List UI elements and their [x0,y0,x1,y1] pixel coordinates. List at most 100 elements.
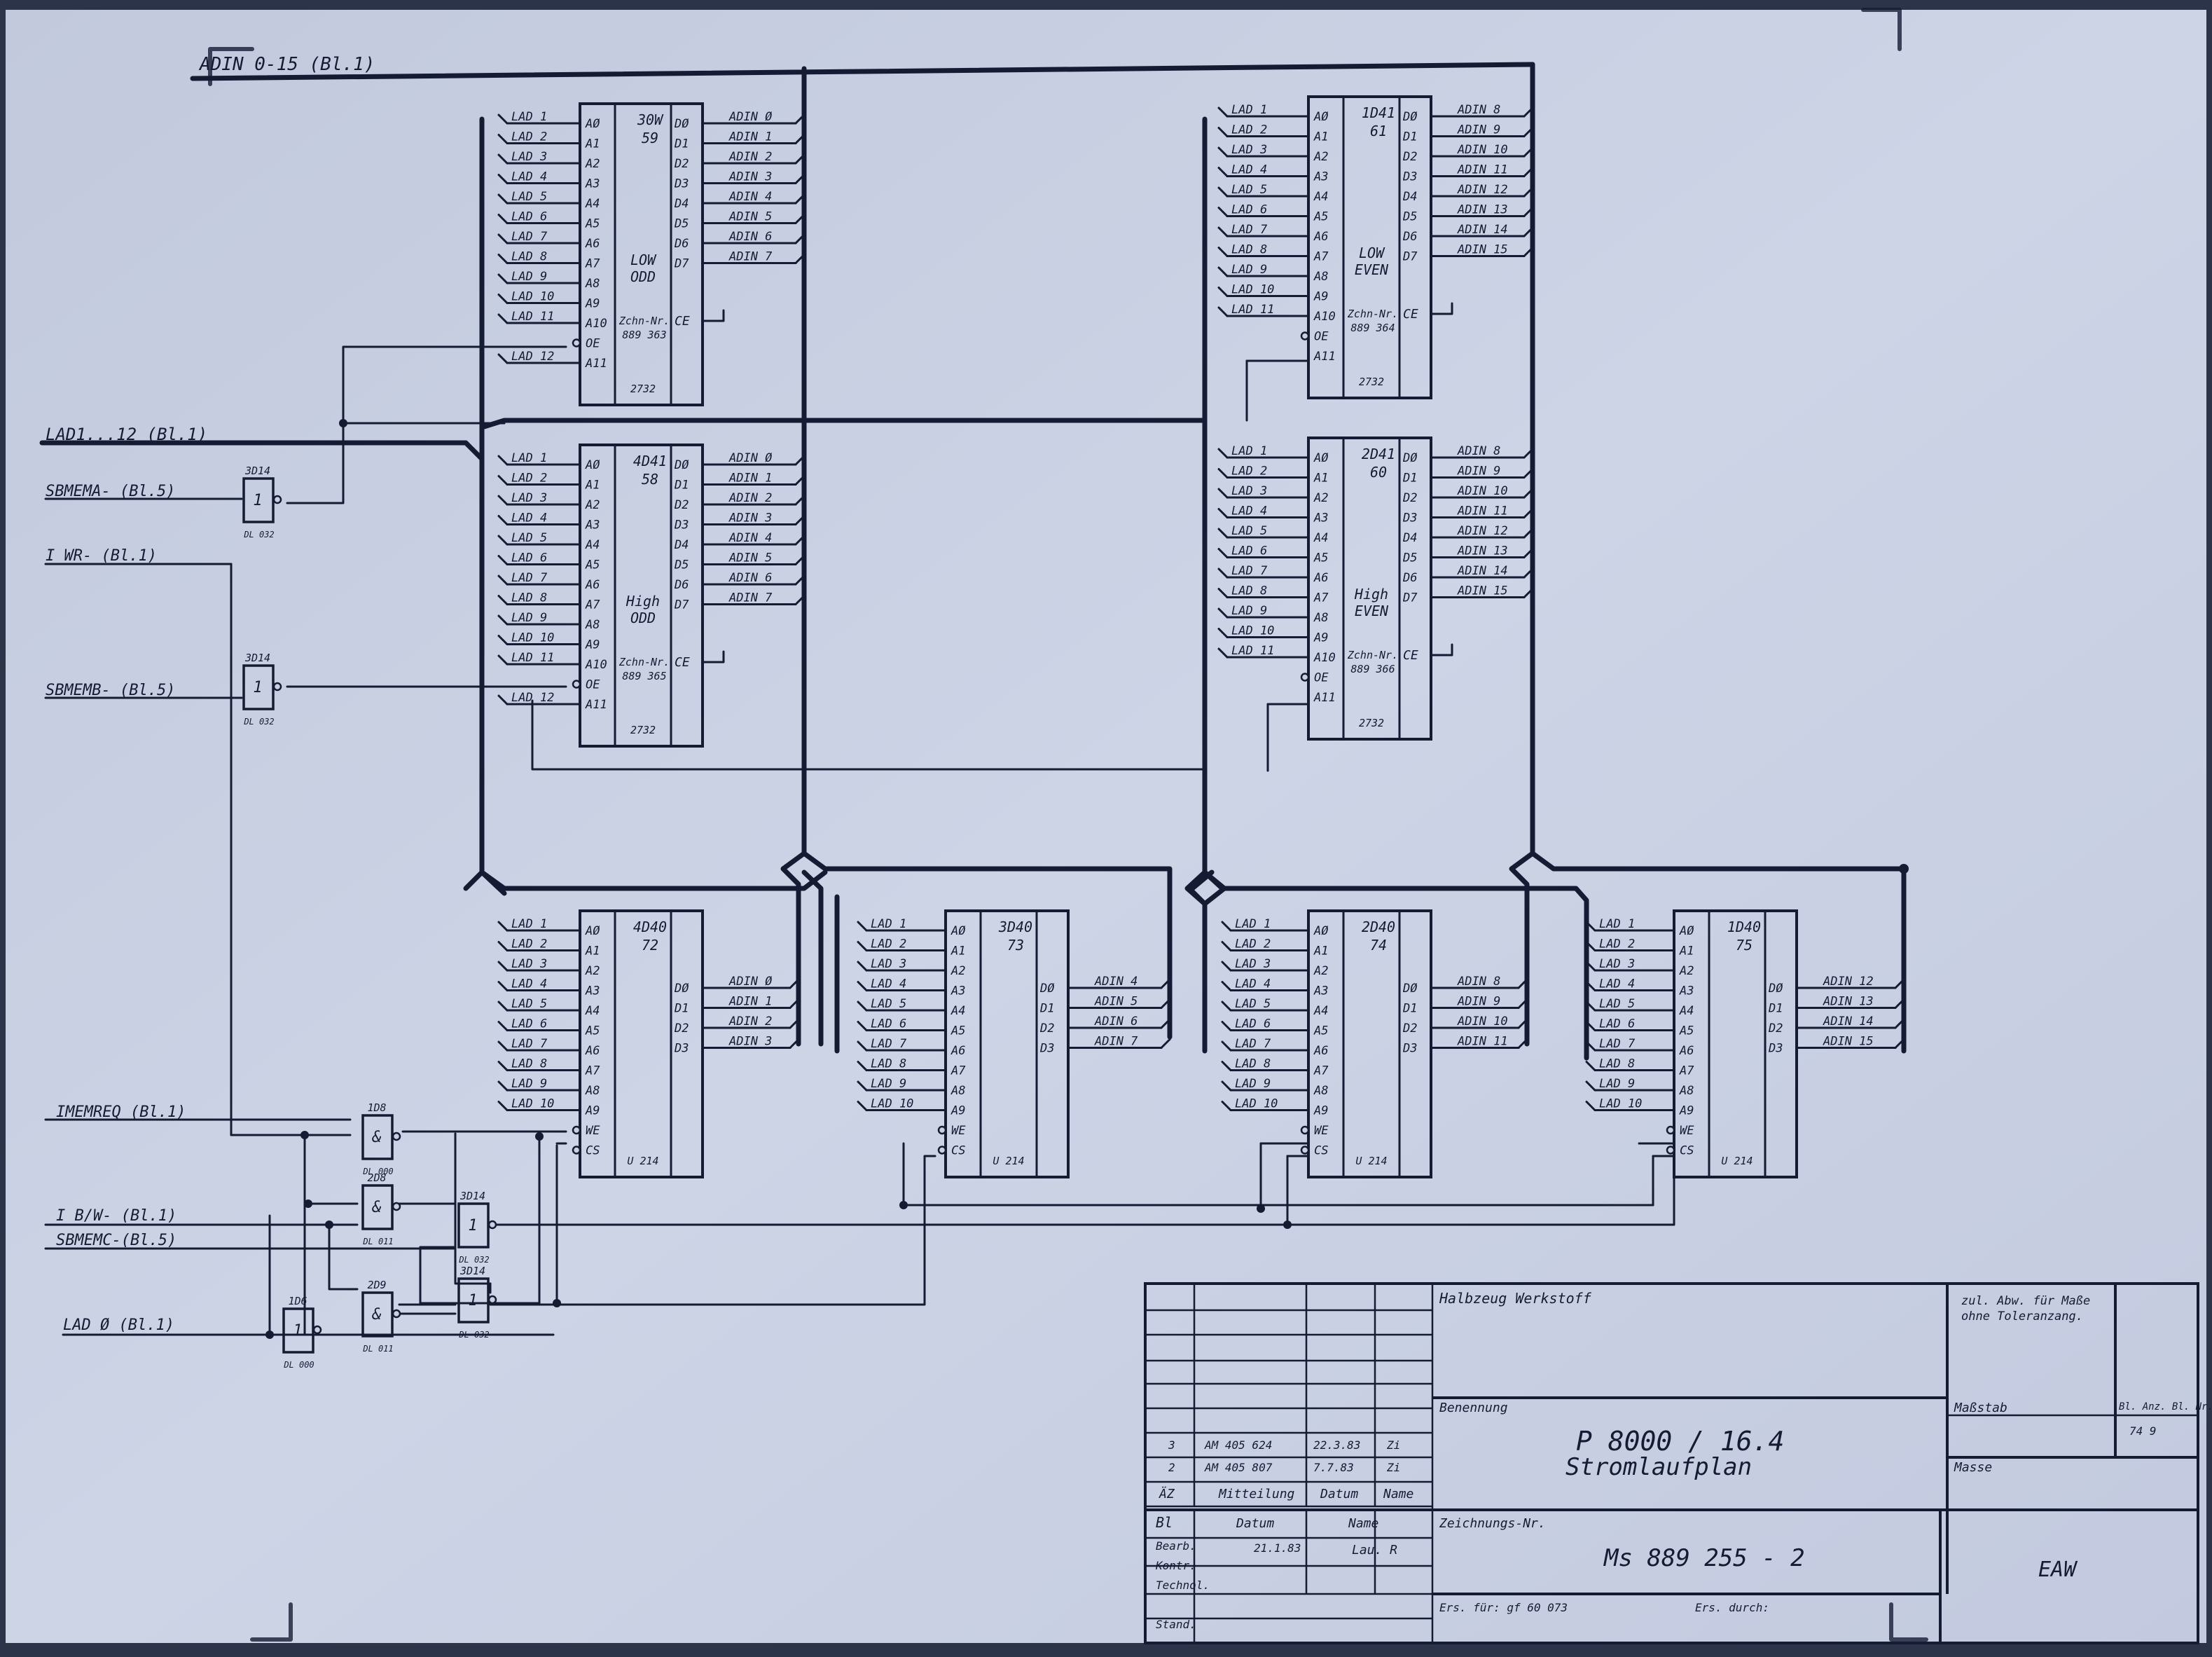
bus-entry [1523,508,1534,518]
ers-durch-label: Ers. durch: [1695,1601,1769,1614]
address-line-label: LAD 10 [1231,283,1274,297]
pin-label: A6 [1313,1044,1328,1058]
pin-label: A7 [1313,250,1329,264]
bus-entry [1523,548,1534,558]
bus-entry [1217,106,1229,118]
pin-label: A4 [1679,1004,1694,1018]
pin-label: A9 [1313,1104,1328,1118]
datum-label: Datum [1236,1516,1274,1531]
address-line-label: LAD 10 [511,631,554,645]
pin-label: A4 [951,1004,965,1018]
chip-body [1307,95,1432,399]
pin-label: DØ [674,117,689,131]
pin-label: A8 [951,1084,965,1098]
address-line-label: LAD 1 [1599,917,1635,931]
inverted-pin-bubble [572,338,581,348]
pin-label: A10 [1313,310,1336,324]
pin-label: A2 [585,498,600,512]
address-line-label: LAD 3 [1235,957,1271,971]
bus-entry [1217,186,1229,198]
ers-fuer-label: Ers. für: gf 60 073 [1439,1601,1568,1614]
bus-entry [794,174,806,184]
chip-type: 2732 [630,724,656,736]
pin-label: A3 [1679,984,1694,998]
pin-label: A6 [1313,571,1328,585]
chip-number: 58 [642,471,658,488]
gate-ic: DL 032 [243,530,274,539]
pin-label: WE [1314,1124,1329,1138]
bus-entry [857,921,868,932]
data-line-label: ADIN 13 [1823,995,1874,1009]
bus-entry [1517,1018,1528,1029]
chip-zchn: Zchn-Nr. [1347,649,1398,661]
inverted-pin-bubble [1666,1146,1675,1155]
chip-type: U 214 [1721,1155,1753,1167]
bus-entry [497,134,509,144]
data-line-label: ADIN 10 [1457,1015,1508,1029]
bus-entry [497,535,509,546]
address-line-label: LAD 3 [871,957,906,971]
crop-marks [208,8,1928,1642]
pin-label: A7 [585,598,600,612]
company-label: EAW [2038,1558,2078,1582]
data-line-label: ADIN 12 [1457,524,1508,538]
bus-entry [497,555,509,565]
chip-desc: ODD [630,610,656,626]
address-line-label: LAD 12 [511,350,554,364]
pin-label: A11 [585,698,607,712]
address-line-label: LAD 2 [1235,937,1271,951]
pin-label: D1 [1402,1002,1417,1016]
address-line-label: LAD 11 [1231,644,1274,658]
bus-entry [1517,978,1528,989]
address-line-label: LAD 7 [511,230,548,244]
workshop-label: Halbzeug Werkstoff [1439,1290,1592,1307]
gate-symbol: 1 [468,1292,477,1309]
rev-datum: 7.7.83 [1313,1461,1354,1474]
address-line-label: LAD 5 [1231,183,1267,197]
bus-entry [1217,266,1229,277]
address-line-label: LAD 5 [871,997,906,1011]
chip-desc: LOW [1359,245,1385,261]
rev-datum: 22.3.83 [1313,1438,1360,1452]
pin-label: DØ [1402,451,1417,465]
pin-label: A2 [585,157,600,171]
pin-label: A1 [1679,944,1694,958]
bus-entry [497,455,509,466]
bus-entry [794,475,806,486]
sbmemb-label: SBMEMB- (Bl.5) [46,682,175,699]
pin-label: A11 [585,357,607,371]
address-line-label: LAD 3 [1599,957,1635,971]
ce-tie [701,650,725,664]
pin-label: CE [1403,648,1418,663]
bus-entry [1221,1001,1232,1012]
address-line-label: LAD 7 [1231,564,1268,578]
bus-entry [1217,287,1229,297]
bus-entry [497,153,509,165]
address-line-label: LAD 9 [1231,263,1267,277]
gate-symbol: 1 [293,1322,302,1340]
bus-entry [1523,186,1534,198]
bus-entry [1221,941,1232,951]
pin-label: AØ [585,117,600,131]
pin-label: A5 [585,217,600,231]
pin-label: A3 [1313,170,1328,184]
chip-number: 59 [642,130,658,146]
pin-label: D2 [1402,150,1417,164]
address-line-label: LAD 9 [1599,1077,1635,1091]
bus-entry [789,1018,800,1029]
bus-entry [1160,1018,1171,1029]
chip-zchn: 889 366 [1350,663,1395,675]
pin-label: A2 [1313,964,1328,978]
pin-label: A4 [1313,190,1328,204]
address-line-label: LAD 6 [1231,544,1267,558]
address-line-label: LAD 4 [511,511,547,525]
bus-entry [1523,106,1534,118]
chip-zchn: Zchn-Nr. [1347,308,1398,320]
pin-label: DØ [674,458,689,472]
pin-label: D3 [1039,1042,1054,1056]
gate-symbol: 1 [253,492,262,509]
